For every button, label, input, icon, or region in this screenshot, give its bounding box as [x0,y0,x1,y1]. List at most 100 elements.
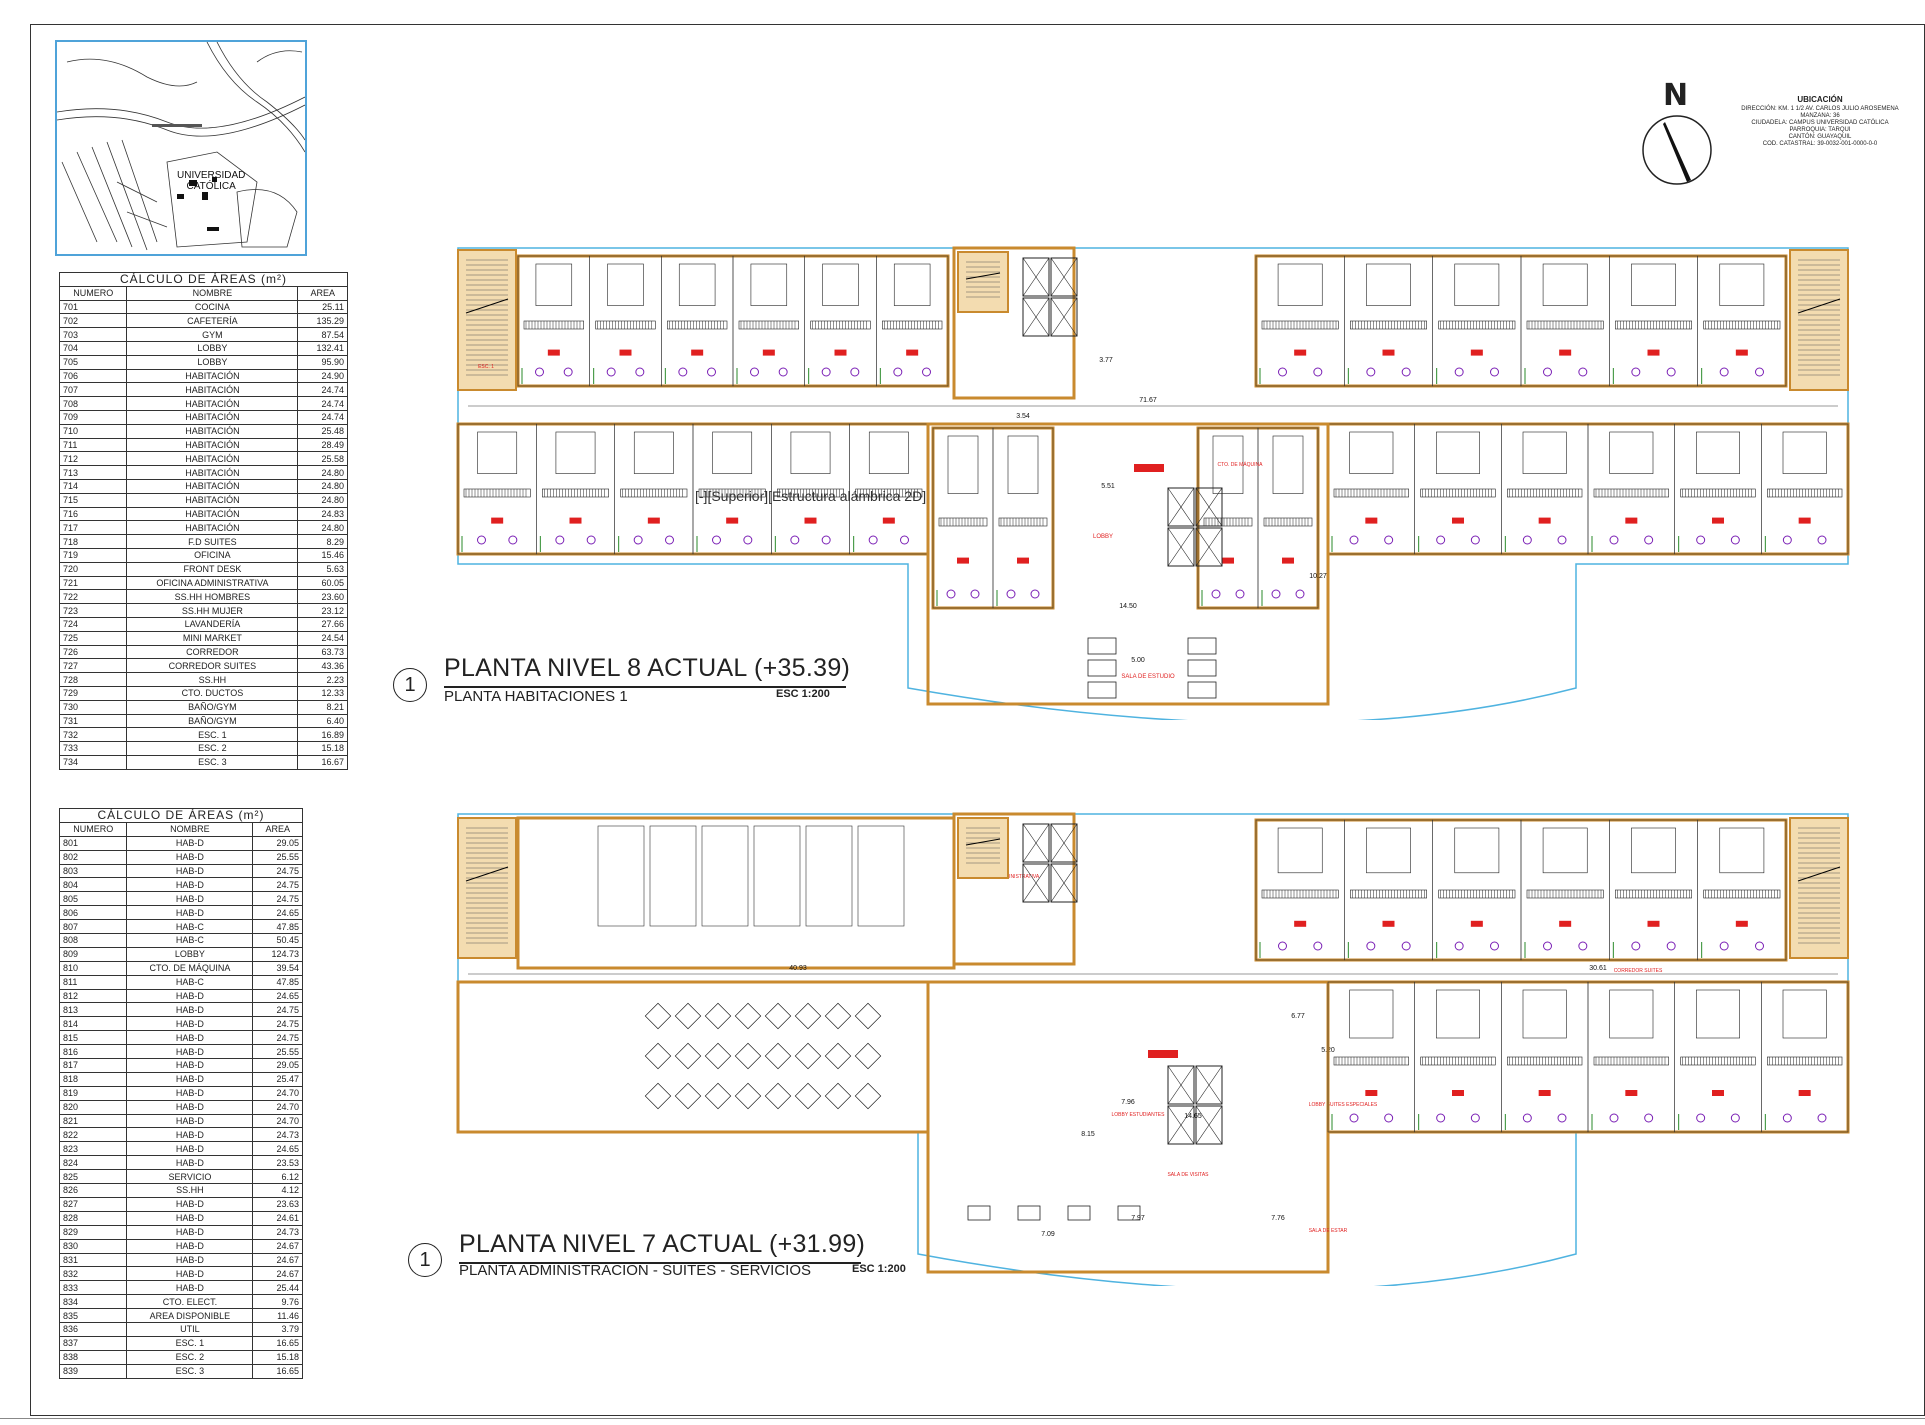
closet [855,488,923,498]
cell-num: 815 [58,1030,128,1046]
closet [1680,488,1756,498]
cell-num: 727 [58,658,128,674]
cell-name: HABITACIÓN [126,478,299,494]
elevator-x [1050,257,1078,297]
room-tag [1222,557,1234,564]
room-tag [834,349,847,356]
dining-area [456,980,930,1134]
cell-name: HAB-D [126,1030,254,1046]
elevator-x [1022,257,1050,297]
sink [1817,1113,1827,1123]
cell-area: 24.65 [252,988,303,1004]
cell-area: 16.65 [252,1363,303,1379]
cell-name: AREA DISPONIBLE [126,1308,254,1323]
dining-table [854,1082,882,1110]
cell-area: 24.67 [252,1252,303,1268]
stair-arrow [465,866,509,882]
toilet [1271,589,1281,599]
floor-plan-level8: 71.673.543.7714.505.5110.275.00LOBBYSALA… [456,246,1850,720]
bed [555,431,596,474]
cell-area: 24.75 [252,877,303,893]
elevator-x [1167,527,1195,567]
bed [607,263,644,306]
cell-area: 23.53 [252,1155,303,1171]
sink [850,367,860,377]
cell-num: 716 [58,506,128,522]
cell-name: CORREDOR [126,644,299,660]
cell-area: 24.70 [252,1099,303,1115]
cell-area: 24.67 [252,1266,303,1282]
toilet [633,535,643,545]
cell-area: 24.80 [297,492,348,508]
cell-name: HABITACIÓN [126,506,299,522]
dimension-label: 7.97 [1131,1215,1145,1222]
viewport-label[interactable]: [-][Superior][Estructura alámbrica 2D] [695,488,927,504]
cell-area: 24.74 [297,382,348,398]
col-header-area: AREA [252,821,303,837]
sink [1030,589,1040,599]
col-header-number: NUMERO [58,821,128,837]
elevator-x [1050,863,1078,903]
cell-num: 821 [58,1113,128,1129]
plan-title: PLANTA NIVEL 8 ACTUAL (+35.39) [444,654,851,682]
room-tag [691,349,704,356]
room-tag [1470,349,1483,356]
cell-name: UTIL [126,1321,254,1337]
bed [1522,431,1567,474]
elevator-x [1195,1105,1223,1145]
cell-area: 43.36 [297,658,348,674]
cell-num: 719 [58,547,128,563]
cell-area: 24.70 [252,1085,303,1101]
toilet [678,367,688,377]
cell-name: HAB-D [126,1266,254,1282]
room-tag [1452,517,1464,524]
dimension-label: 10.27 [1309,573,1327,580]
cell-num: 722 [58,589,128,605]
sink [1755,941,1764,951]
cell-num: 816 [58,1044,128,1060]
room-tag [1798,1090,1811,1096]
cell-area: 27.66 [297,616,348,632]
bed [1782,989,1827,1039]
dining-table [854,1042,882,1070]
sink [1755,367,1764,377]
service-room [701,825,749,927]
col-header-area: AREA [297,285,348,301]
sink [1644,535,1654,545]
cell-num: 708 [58,396,128,411]
sink [1384,1113,1394,1123]
dining-table [704,1002,732,1030]
sink [1401,367,1411,377]
dimension-label: 3.54 [1016,413,1030,420]
cell-num: 819 [58,1085,128,1101]
col-header-name: NOMBRE [126,821,254,837]
cell-name: HAB-D [126,1238,254,1254]
elevator-x [1022,823,1050,863]
center-block [926,422,1330,706]
dimension-label: 7.96 [1121,1099,1135,1106]
toilet [1696,1113,1706,1123]
cell-name: HAB-C [126,933,254,948]
bed [477,431,518,474]
plan-subtitle: PLANTA ADMINISTRACIÓN - SUITES - SERVICI… [459,1262,812,1279]
bed [1436,989,1480,1039]
dimension-label: 6.77 [1291,1013,1305,1020]
elevator [1050,823,1078,863]
study-table [1187,681,1217,699]
